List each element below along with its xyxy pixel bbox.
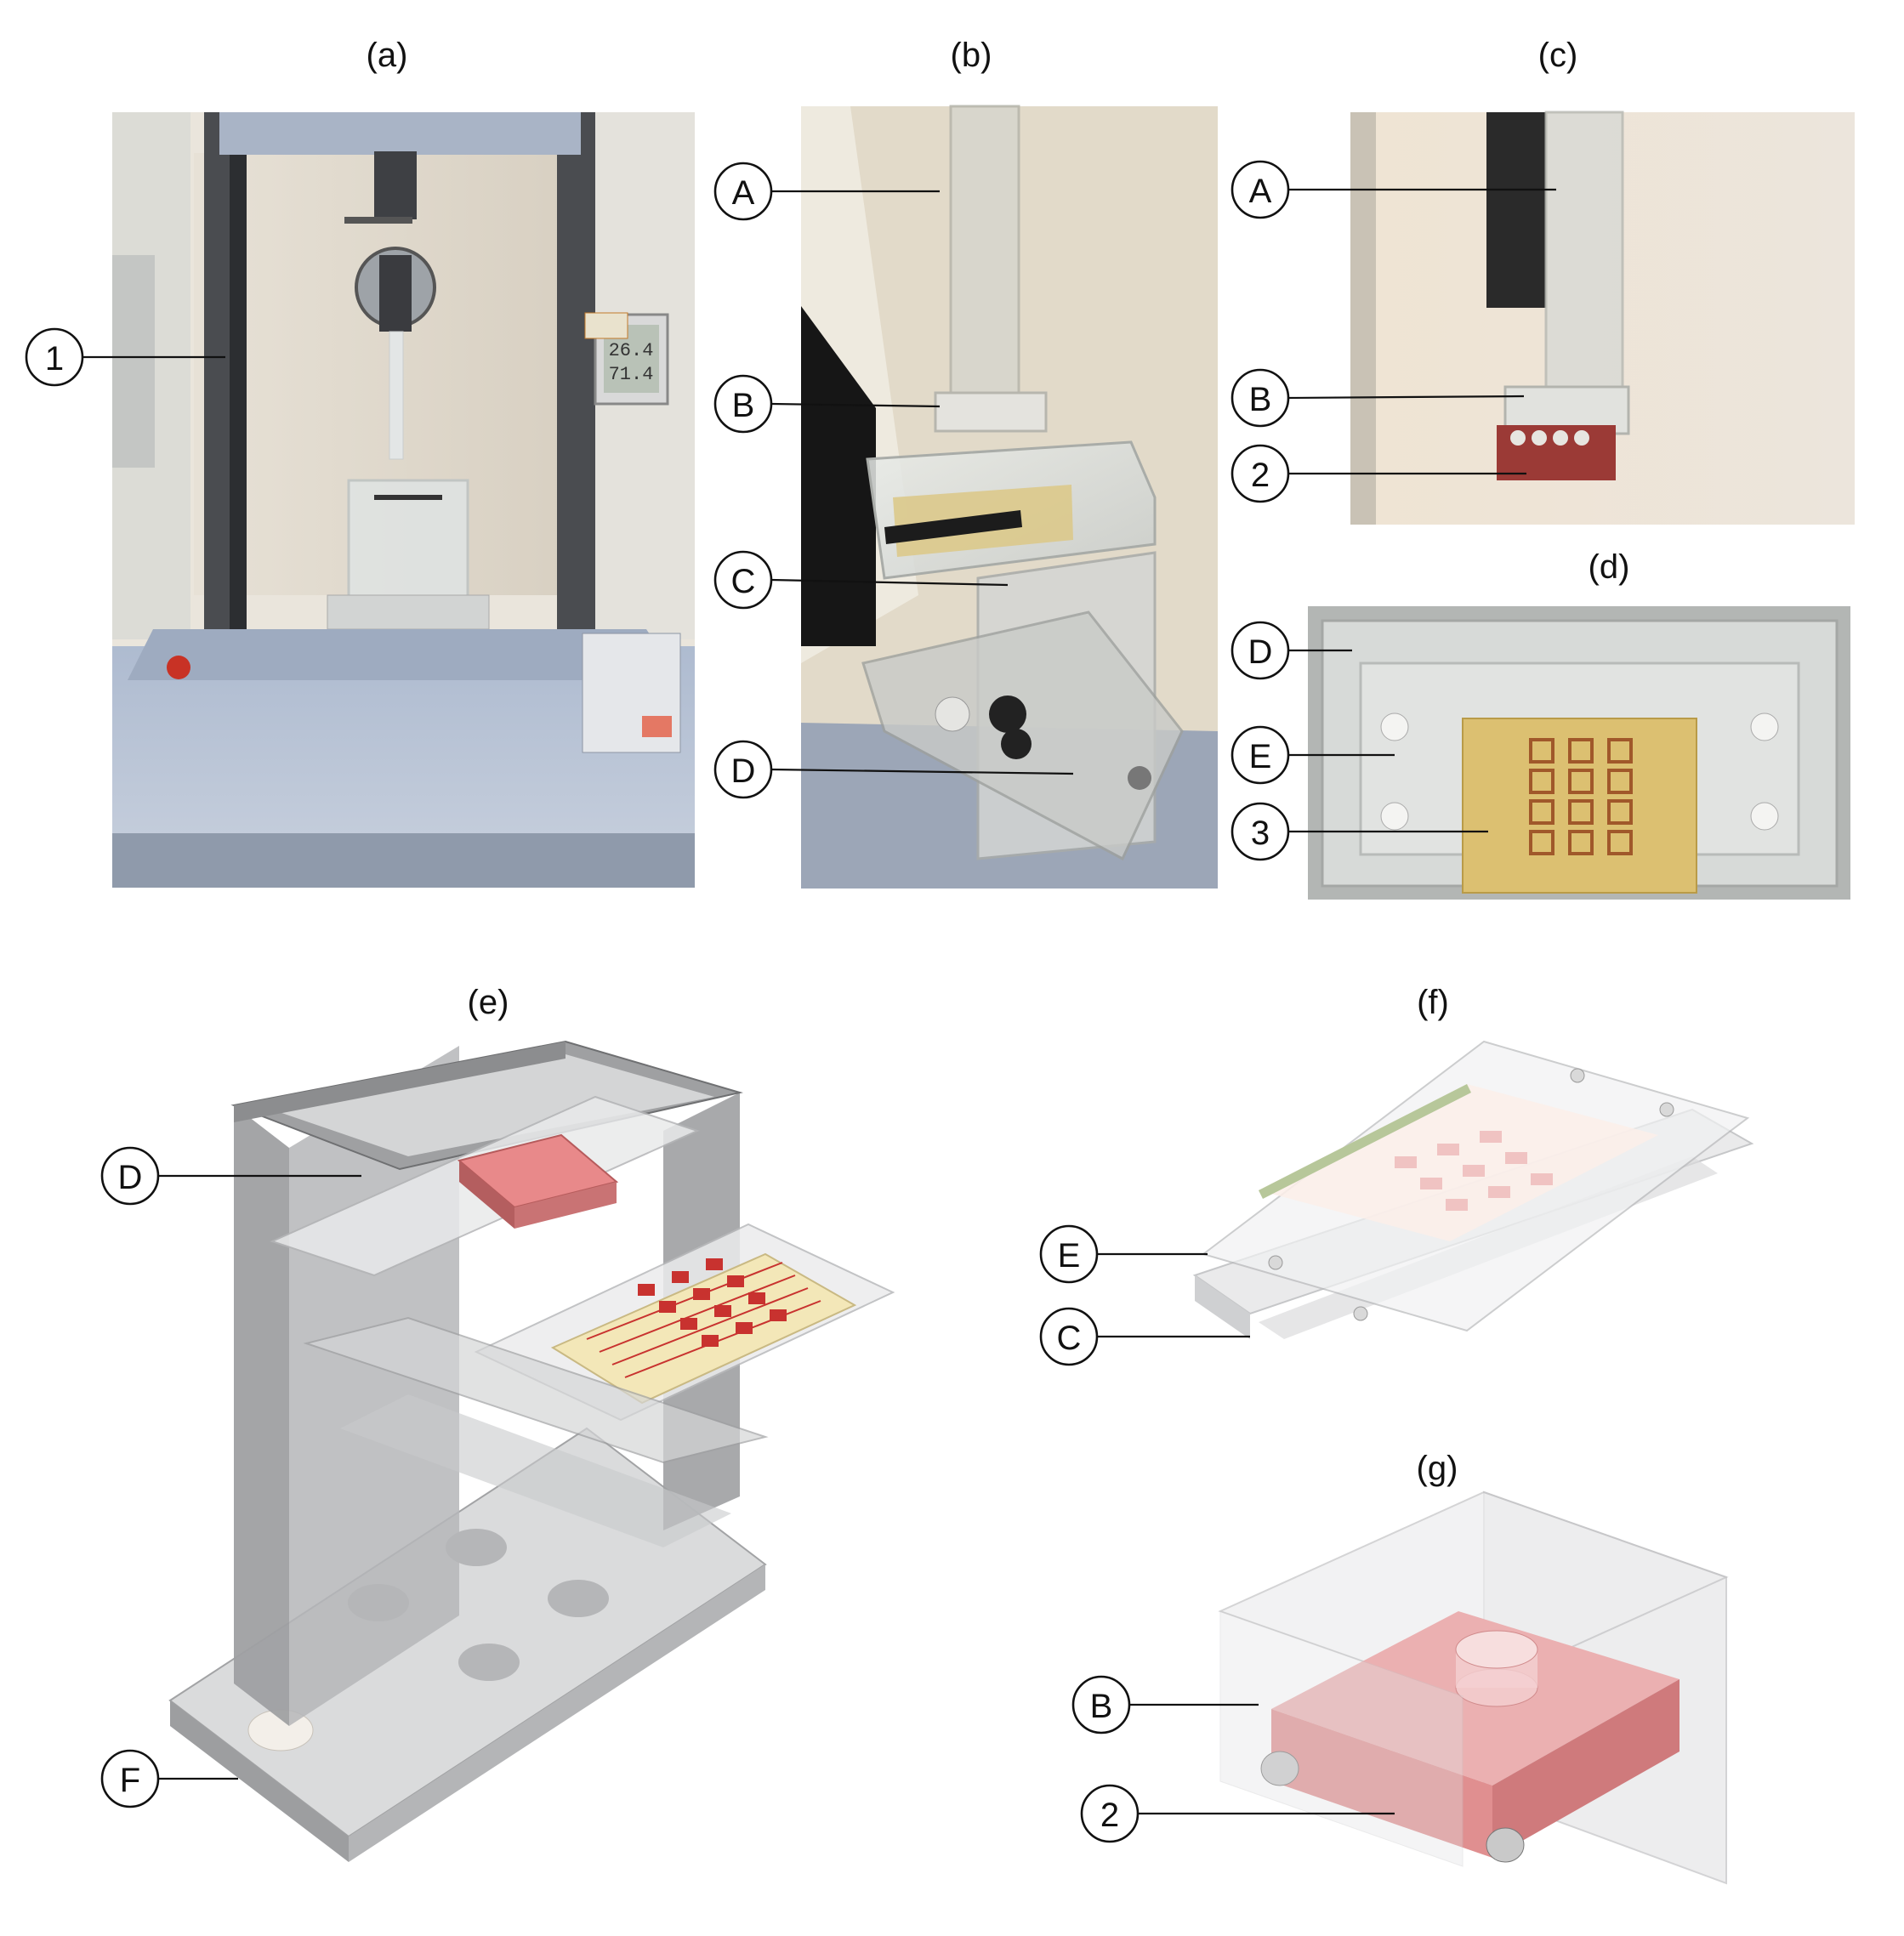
panel-label-f: (f) <box>1417 984 1449 1021</box>
callout-g-B: B <box>1071 1675 1259 1734</box>
electrode-grid-cad-f <box>1395 1131 1553 1211</box>
svg-text:D: D <box>1248 633 1273 671</box>
svg-text:B: B <box>732 387 755 424</box>
panel-label-g: (g) <box>1417 1450 1458 1487</box>
callout-c-2: 2 <box>1230 444 1526 503</box>
photo-c-indenter <box>1350 111 1855 525</box>
panel-label-a: (a) <box>367 37 408 74</box>
callout-e-D: D <box>100 1146 361 1206</box>
panel-label-c: (c) <box>1538 37 1578 74</box>
photo-a-testing-machine: 26.4 71.4 <box>112 112 695 888</box>
svg-text:1: 1 <box>45 340 64 378</box>
svg-text:3: 3 <box>1251 815 1270 852</box>
svg-text:C: C <box>731 563 756 600</box>
svg-text:2: 2 <box>1251 457 1270 494</box>
callout-g-2: 2 <box>1080 1784 1395 1843</box>
svg-text:F: F <box>120 1762 140 1799</box>
photo-b-fixture <box>801 105 1218 889</box>
svg-text:B: B <box>1249 381 1272 418</box>
photo-d-sensor <box>1308 606 1850 900</box>
callout-a-1: 1 <box>25 327 225 387</box>
callout-d-E: E <box>1230 725 1395 785</box>
svg-text:D: D <box>731 752 756 790</box>
emergency-stop-icon <box>167 656 190 679</box>
cad-g-indenter-block <box>1218 1490 1729 1885</box>
callout-c-B: B <box>1230 368 1525 428</box>
svg-text:2: 2 <box>1100 1797 1119 1834</box>
panel-label-d: (d) <box>1589 548 1630 586</box>
callout-b-A: A <box>713 162 940 221</box>
callout-b-C: C <box>713 550 1009 610</box>
callout-c-A: A <box>1230 160 1556 219</box>
svg-text:E: E <box>1249 738 1272 775</box>
svg-text:D: D <box>118 1159 143 1196</box>
cad-f-sensor-plate <box>1192 1040 1754 1339</box>
callout-d-D: D <box>1230 621 1352 680</box>
display-reading-bottom: 71.4 <box>609 364 654 385</box>
panel-label-b: (b) <box>951 37 992 74</box>
electrode-grid-photo <box>1529 738 1633 855</box>
svg-text:B: B <box>1090 1688 1113 1725</box>
svg-text:E: E <box>1058 1237 1081 1275</box>
callout-f-C: C <box>1039 1307 1250 1366</box>
panel-label-e: (e) <box>468 984 509 1021</box>
callout-b-D: D <box>713 740 1074 799</box>
svg-text:A: A <box>1249 173 1272 210</box>
callout-e-F: F <box>100 1749 238 1808</box>
svg-text:C: C <box>1057 1320 1082 1357</box>
callout-d-3: 3 <box>1230 802 1488 861</box>
callout-b-B: B <box>713 374 941 434</box>
svg-text:A: A <box>732 174 755 212</box>
cad-e-fixture-assembly <box>168 1040 895 1862</box>
callout-f-E: E <box>1039 1224 1208 1284</box>
display-reading-top: 26.4 <box>609 340 654 361</box>
